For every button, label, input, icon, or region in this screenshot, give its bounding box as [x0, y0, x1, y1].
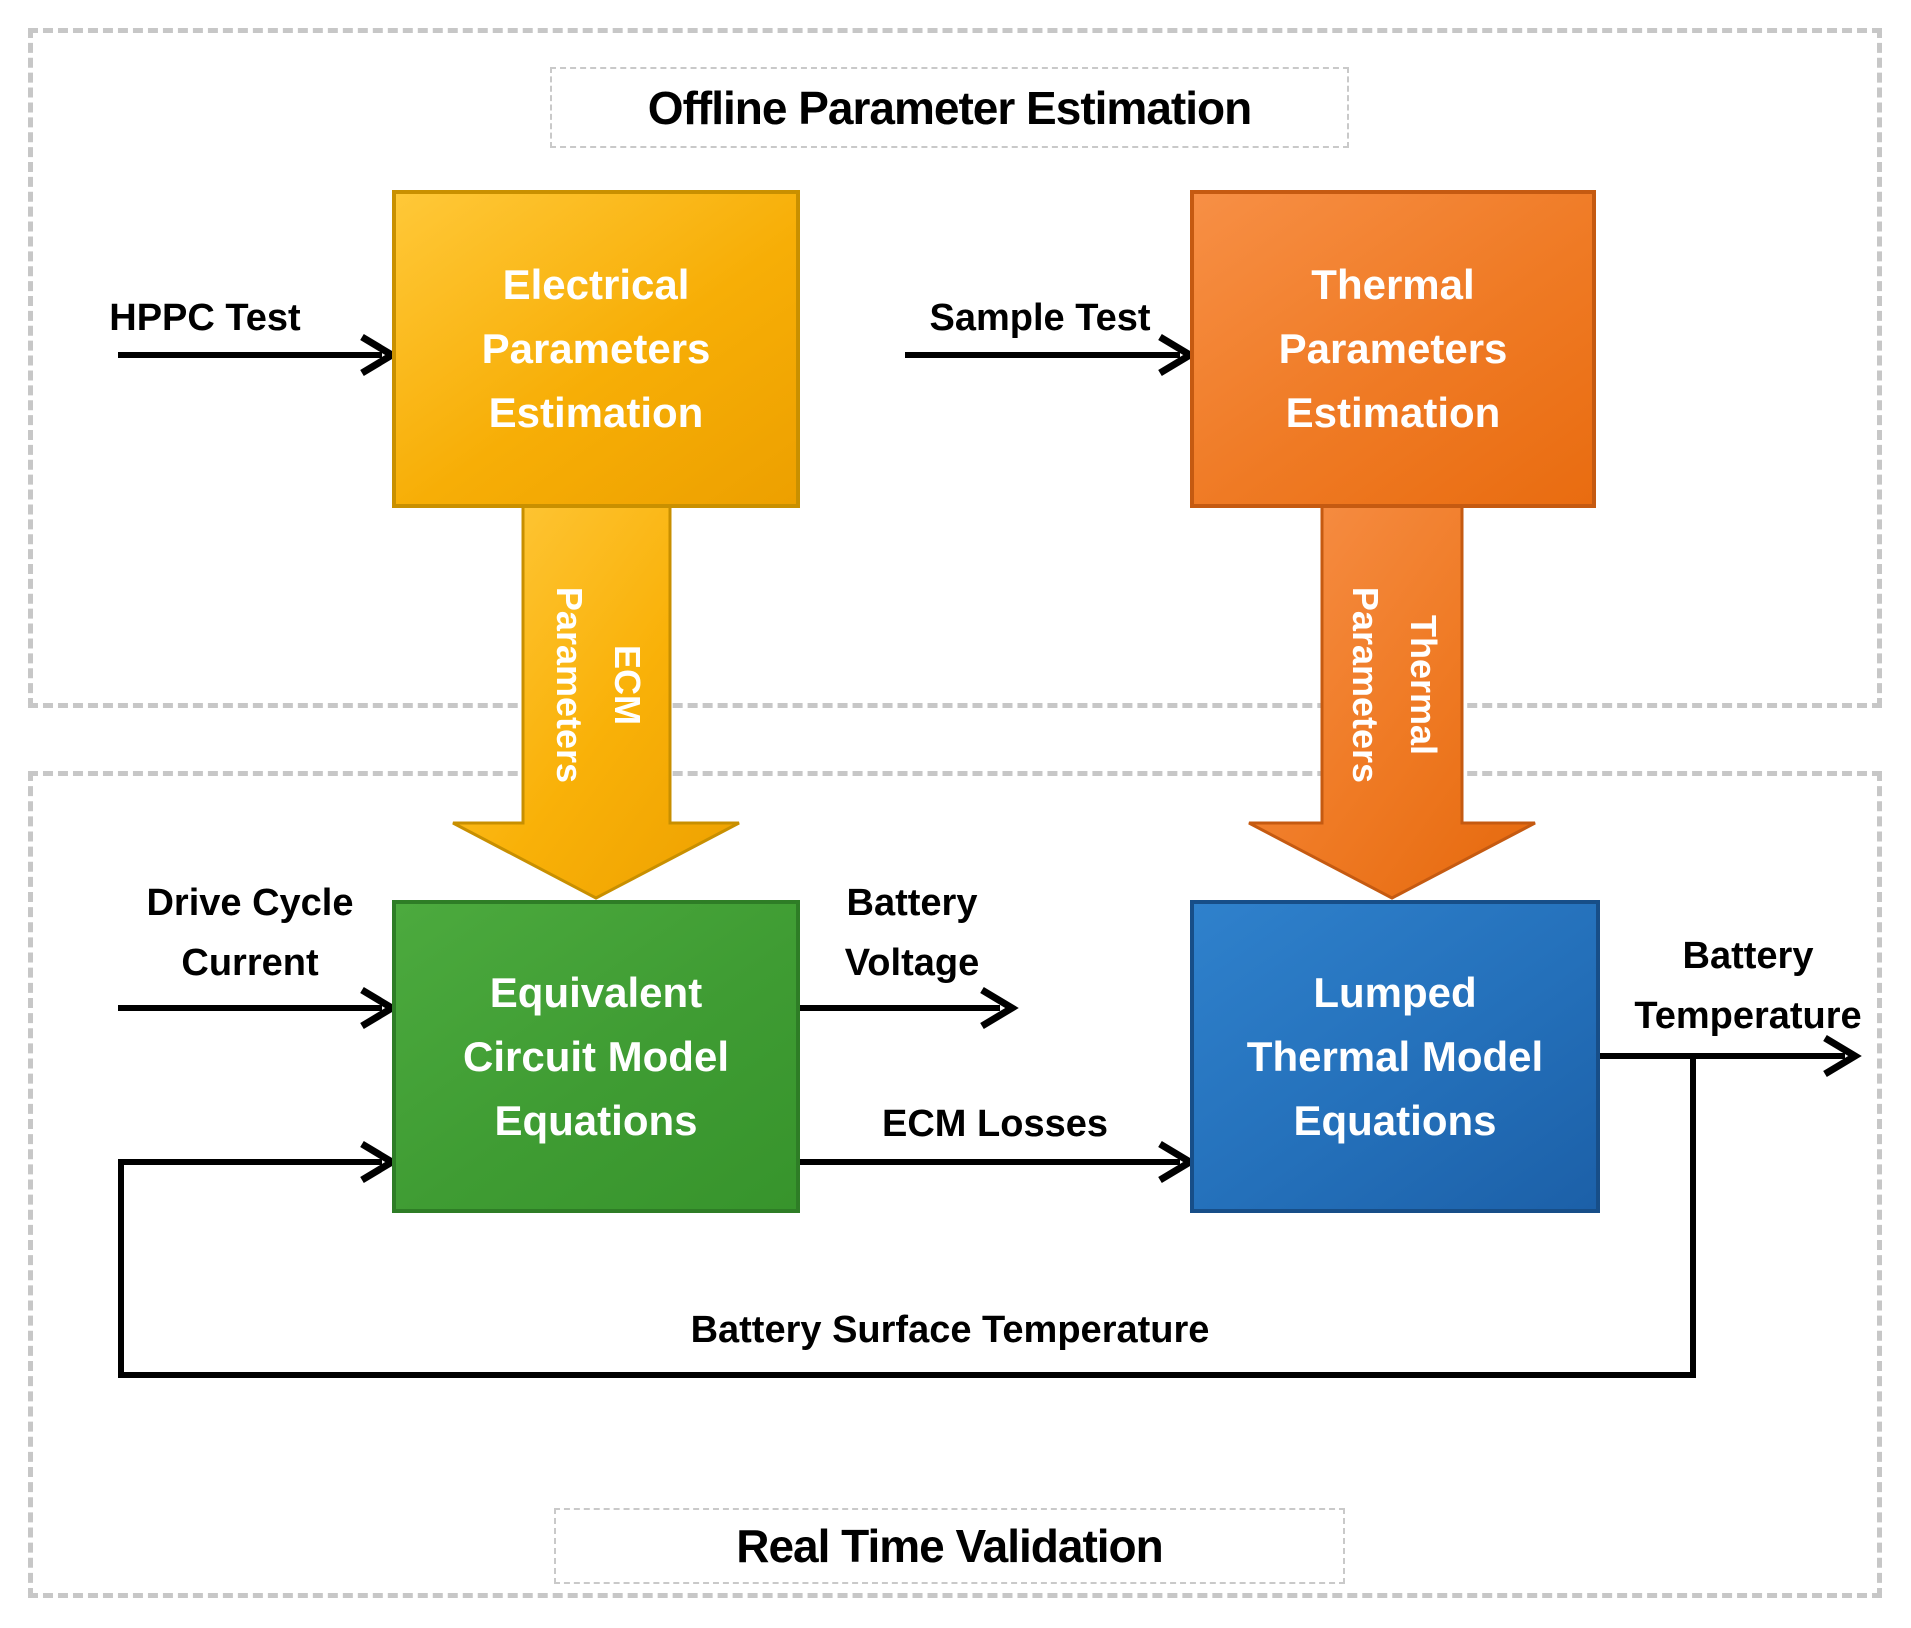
battery-surface-feedback-line — [118, 1056, 1696, 1378]
electrical-parameters-estimation-box: Electrical Parameters Estimation — [392, 190, 800, 508]
drive-cycle-current-label-line2: Current — [181, 942, 319, 984]
lumped-box-line1: Lumped — [1313, 968, 1477, 1016]
thermal-parameters-arrow-label-line1: Thermal — [1403, 614, 1444, 756]
ecm-parameters-arrow-label-line1: ECM — [607, 645, 648, 725]
hppc-test-label: HPPC Test — [109, 297, 301, 339]
battery-voltage-arrowhead — [980, 986, 1019, 1030]
battery-voltage-label-line2: Voltage — [844, 942, 980, 984]
offline-section-frame — [28, 28, 1882, 708]
electrical-box-line2: Parameters — [481, 325, 711, 372]
thermal-parameters-fat-arrow — [1248, 500, 1536, 900]
thermal-parameters-arrow-label: Thermal Parameters — [1332, 475, 1452, 895]
ecm-parameters-arrow-label-line2: Parameters — [549, 586, 590, 784]
ecm-parameters-fat-arrow — [452, 500, 740, 900]
realtime-title-box: Real Time Validation — [554, 1508, 1345, 1584]
lumped-box-line3: Equations — [1293, 1096, 1497, 1144]
drive-cycle-current-label: Drive Cycle Current — [90, 873, 410, 993]
thermal-box-line2: Parameters — [1278, 325, 1508, 372]
ecm-losses-label: ECM Losses — [882, 1103, 1108, 1145]
thermal-box-line1: Thermal — [1311, 261, 1475, 308]
offline-title-box: Offline Parameter Estimation — [550, 67, 1349, 148]
battery-surface-temperature-label: Battery Surface Temperature — [690, 1309, 1210, 1351]
thermal-box-line3: Estimation — [1285, 389, 1501, 436]
drive-cycle-current-label-line1: Drive Cycle — [146, 882, 354, 924]
battery-voltage-label: Battery Voltage — [752, 873, 1072, 993]
thermal-parameters-arrow-label-line2: Parameters — [1345, 586, 1386, 784]
realtime-title: Real Time Validation — [736, 1520, 1164, 1572]
sample-test-label: Sample Test — [929, 297, 1151, 339]
ecm-box-line3: Equations — [494, 1096, 698, 1144]
equivalent-circuit-model-box: Equivalent Circuit Model Equations — [392, 900, 800, 1213]
battery-temperature-label: Battery Temperature — [1585, 926, 1911, 1046]
electrical-box-line1: Electrical — [502, 261, 690, 308]
realtime-section-frame — [28, 771, 1882, 1598]
lumped-box-line2: Thermal Model — [1246, 1032, 1544, 1080]
thermal-parameters-estimation-box: Thermal Parameters Estimation — [1190, 190, 1596, 508]
ecm-box-line2: Circuit Model — [462, 1032, 729, 1080]
offline-title: Offline Parameter Estimation — [647, 81, 1252, 134]
battery-temperature-arrowhead — [1823, 1034, 1862, 1078]
lumped-thermal-model-box: Lumped Thermal Model Equations — [1190, 900, 1600, 1213]
battery-temperature-label-line1: Battery — [1682, 935, 1814, 977]
ecm-parameters-arrow-label: ECM Parameters — [536, 475, 656, 895]
ecm-box-line1: Equivalent — [489, 968, 703, 1016]
battery-voltage-label-line1: Battery — [846, 882, 978, 924]
electrical-box-line3: Estimation — [488, 389, 704, 436]
battery-temperature-label-line2: Temperature — [1634, 995, 1862, 1037]
